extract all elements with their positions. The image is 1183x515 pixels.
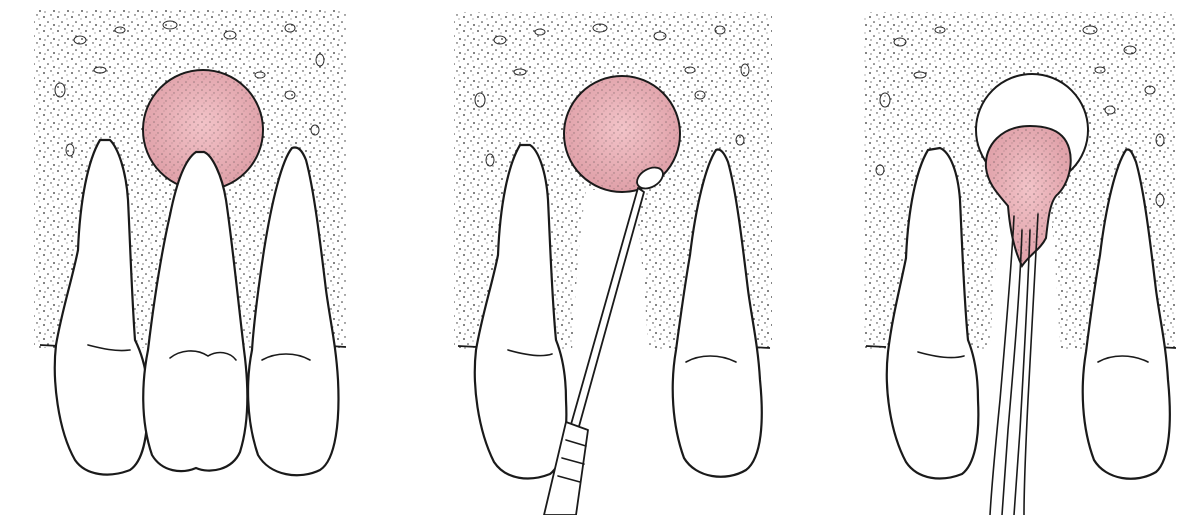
panel-2 bbox=[454, 12, 772, 515]
panel-1 bbox=[34, 10, 346, 475]
panel-3 bbox=[864, 12, 1176, 515]
